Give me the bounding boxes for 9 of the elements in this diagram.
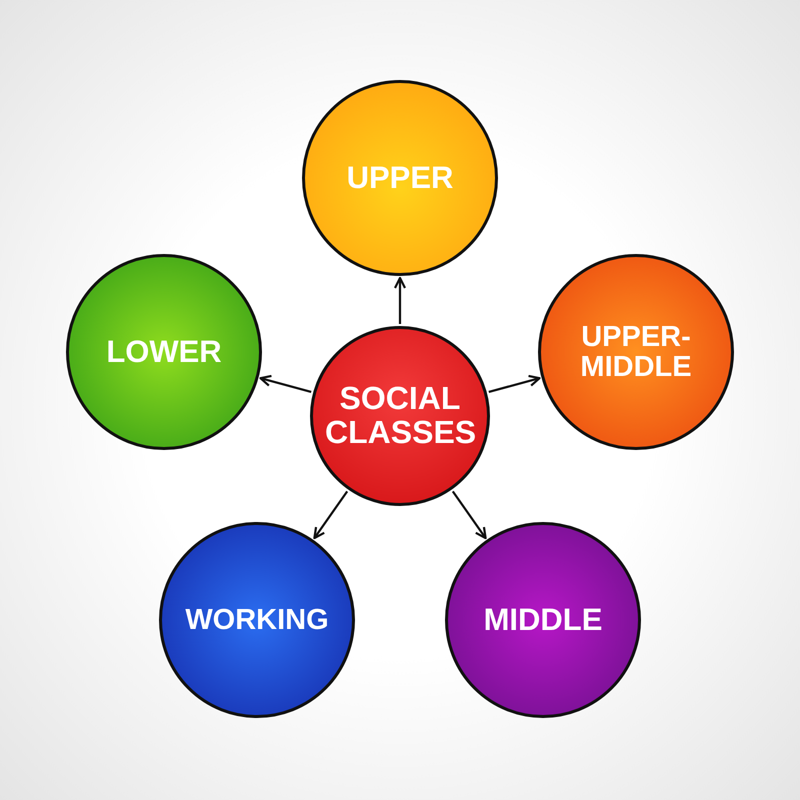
node-label: UPPER-MIDDLE [579, 322, 693, 382]
arrow [313, 490, 348, 540]
node-label: WORKING [184, 604, 330, 636]
arrow [394, 276, 406, 324]
node-label: MIDDLE [482, 604, 604, 636]
node-label: UPPER [346, 162, 454, 194]
node-label: SOCIAL CLASSES [325, 382, 475, 450]
arrow [452, 490, 487, 540]
node-label: LOWER [105, 336, 223, 368]
